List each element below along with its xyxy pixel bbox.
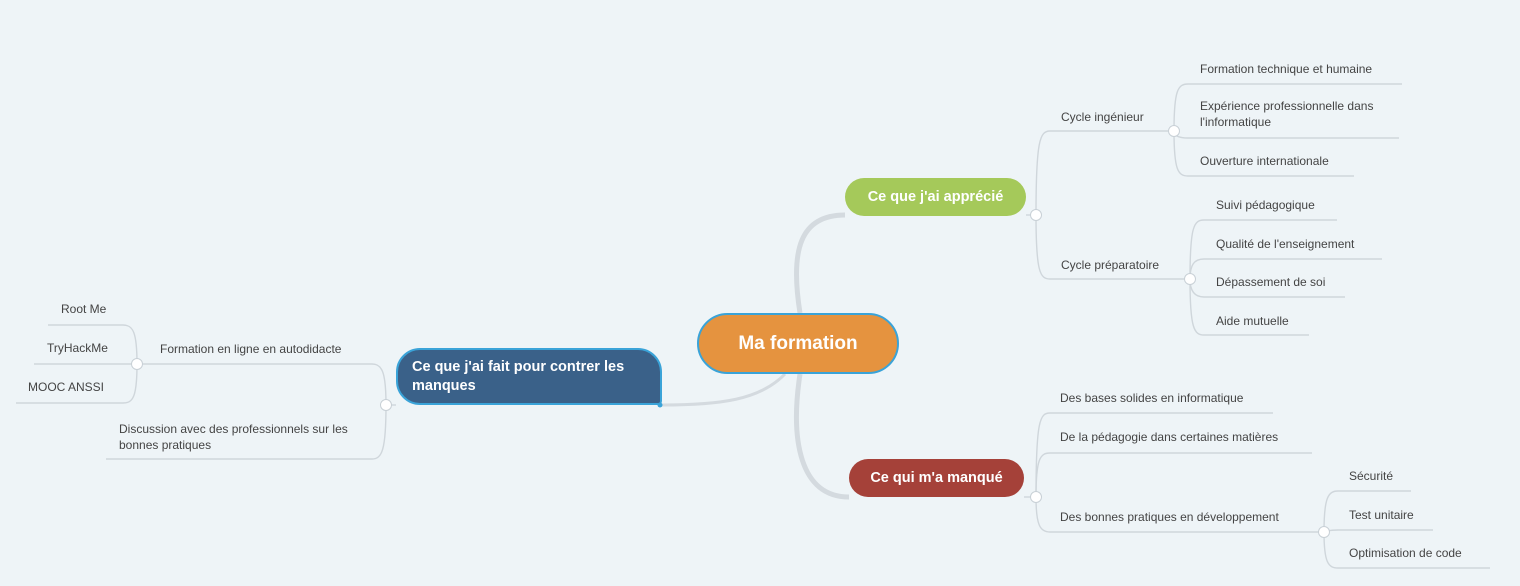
topic-manque-item-2[interactable]: De la pédagogie dans certaines matières	[1060, 430, 1279, 444]
topic-rootme[interactable]: Root Me	[61, 302, 107, 316]
connector-mooc	[16, 363, 138, 404]
connector-discussion	[106, 404, 387, 460]
connector-ing-2	[1173, 130, 1399, 139]
connector-manque-2	[1035, 452, 1312, 498]
branch-contrer-label: Ce que j'ai fait pour contrer les manque…	[412, 358, 625, 394]
topic-prep-item-2[interactable]: Qualité de l'enseignement	[1216, 237, 1355, 251]
connector-bp-3	[1323, 531, 1490, 569]
connector-prep-1	[1189, 219, 1337, 280]
connector-ing-3	[1173, 130, 1354, 177]
collapse-toggle-bonnes-pratiques[interactable]	[1318, 526, 1330, 538]
connector-bp-2	[1323, 529, 1433, 533]
topic-bp-item-3[interactable]: Optimisation de code	[1349, 546, 1462, 560]
collapse-toggle-cycle-ingenieur[interactable]	[1168, 125, 1180, 137]
branch-manque[interactable]: Ce qui m'a manqué	[849, 459, 1024, 497]
connector-manque-1	[1035, 412, 1273, 498]
connector-central-manque	[794, 373, 850, 500]
topic-bp-item-2[interactable]: Test unitaire	[1349, 508, 1414, 522]
branch-apprecie[interactable]: Ce que j'ai apprécié	[845, 178, 1026, 216]
topic-cycle-ingenieur[interactable]: Cycle ingénieur	[1061, 110, 1144, 124]
connector-cycle-preparatoire	[1035, 214, 1184, 280]
connector-central-contrer	[661, 372, 787, 407]
topic-formation-ligne[interactable]: Formation en ligne en autodidacte	[160, 342, 342, 356]
collapse-toggle-apprecie[interactable]	[1030, 209, 1042, 221]
topic-ing-item-2[interactable]: Expérience professionnelle dans l'inform…	[1200, 99, 1374, 129]
connector-rootme	[48, 324, 138, 365]
topic-ing-item-1[interactable]: Formation technique et humaine	[1200, 62, 1373, 76]
topic-prep-item-3[interactable]: Dépassement de soi	[1216, 275, 1326, 289]
topic-mooc-anssi[interactable]: MOOC ANSSI	[28, 380, 105, 394]
collapse-toggle-manque[interactable]	[1030, 491, 1042, 503]
connector-ing-1	[1173, 83, 1402, 132]
topic-prep-item-4[interactable]: Aide mutuelle	[1216, 314, 1289, 328]
topic-prep-item-1[interactable]: Suivi pédagogique	[1216, 198, 1315, 212]
collapse-toggle-formation-ligne[interactable]	[131, 358, 143, 370]
topic-tryhackme[interactable]: TryHackMe	[47, 341, 108, 355]
connector-manque-3	[1035, 496, 1324, 533]
central-topic[interactable]: Ma formation	[697, 313, 899, 374]
connector-cycle-ingenieur	[1035, 130, 1168, 216]
topic-cycle-preparatoire[interactable]: Cycle préparatoire	[1061, 258, 1160, 272]
topic-discussion[interactable]: Discussion avec des professionnels sur l…	[119, 422, 348, 452]
connector-prep-4	[1189, 278, 1309, 336]
topic-ing-item-3[interactable]: Ouverture internationale	[1200, 154, 1329, 168]
collapse-toggle-contrer[interactable]	[380, 399, 392, 411]
topic-bonnes-pratiques[interactable]: Des bonnes pratiques en développement	[1060, 510, 1279, 524]
connector-bp-1	[1323, 490, 1411, 533]
topic-manque-item-1[interactable]: Des bases solides en informatique	[1060, 391, 1244, 405]
branch-contrer[interactable]: Ce que j'ai fait pour contrer les manque…	[396, 348, 662, 405]
connector-central-apprecie	[793, 212, 846, 314]
topic-bp-item-1[interactable]: Sécurité	[1349, 469, 1394, 483]
collapse-toggle-cycle-preparatoire[interactable]	[1184, 273, 1196, 285]
connector-formation-ligne	[137, 363, 387, 406]
